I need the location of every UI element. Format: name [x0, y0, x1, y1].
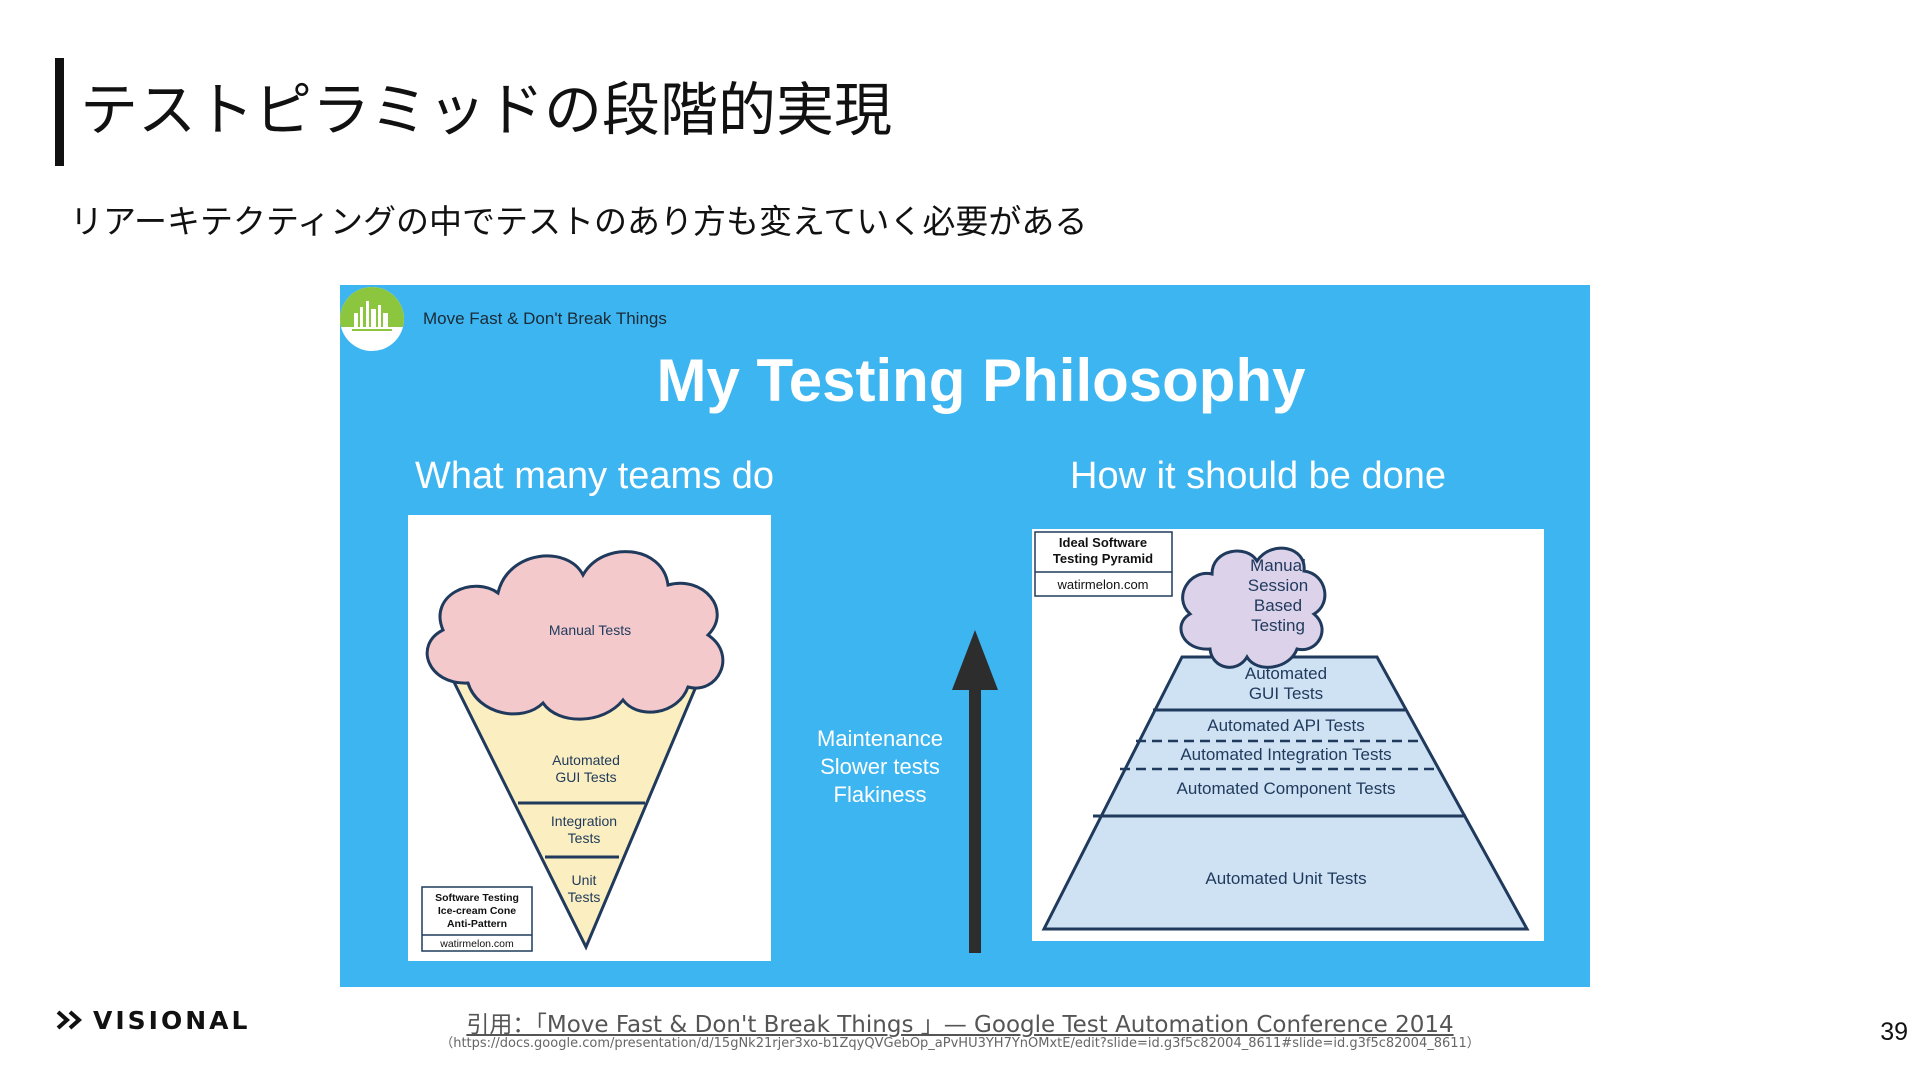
citation-url: （https://docs.google.com/presentation/d/… [440, 1036, 1480, 1051]
gtac-logo [340, 287, 404, 351]
left-heading: What many teams do [415, 455, 775, 497]
page-number: 39 [1880, 1018, 1908, 1046]
manual-tests-cloud [425, 550, 725, 721]
slide-title: テストピラミッドの段階的実現 [80, 76, 893, 144]
title-accent-bar [55, 58, 64, 166]
figure-title: My Testing Philosophy [656, 347, 1306, 414]
up-arrow-icon [952, 630, 998, 953]
cone-layer-manual: Manual Tests [549, 622, 631, 638]
figure-header: Move Fast & Don't Break Things [423, 309, 667, 328]
brand-name: VISIONAL [93, 1005, 251, 1035]
slide-subtitle: リアーキテクティングの中でテストのあり方も変えていく必要がある [70, 202, 1088, 241]
citation: 引用：「Move Fast & Don't Break Things 」— Go… [0, 1005, 1920, 1039]
right-heading: How it should be done [1070, 455, 1447, 497]
arrow-label-flakiness: Flakiness [833, 782, 927, 807]
pyramid-caption-site: watirmelon.com [1056, 577, 1148, 592]
testing-philosophy-figure: Move Fast & Don't Break Things My Testin… [340, 285, 1590, 987]
citation-link[interactable]: 引用：「Move Fast & Don't Break Things 」— Go… [466, 1012, 1454, 1038]
visional-logo: VISIONAL [55, 1005, 250, 1035]
double-chevron-icon [56, 1010, 83, 1030]
manual-session-cloud [1179, 546, 1327, 669]
pyramid-layer-unit: Automated Unit Tests [1205, 869, 1366, 888]
cone-caption-site: watirmelon.com [439, 938, 514, 950]
arrow-label-slower-tests: Slower tests [820, 754, 940, 779]
arrow-labels: Maintenance Slower tests Flakiness [800, 725, 960, 809]
pyramid-layer-integration: Automated Integration Tests [1180, 745, 1391, 764]
pyramid-layer-api: Automated API Tests [1207, 716, 1365, 735]
arrow-label-maintenance: Maintenance [817, 726, 943, 751]
pyramid-layer-component: Automated Component Tests [1177, 779, 1396, 798]
